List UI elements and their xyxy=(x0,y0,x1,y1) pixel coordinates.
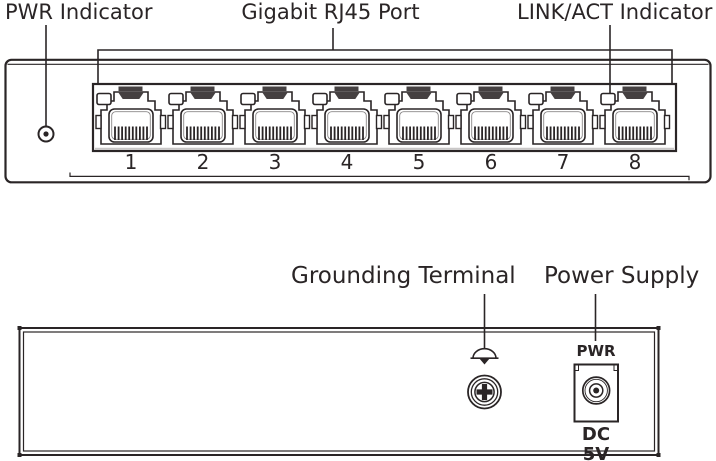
rear-chassis-corner-marks xyxy=(17,326,661,457)
port-number: 7 xyxy=(556,150,570,174)
rear-chassis-outline xyxy=(18,327,660,456)
port-number: 2 xyxy=(196,150,210,174)
front-chassis-base-edge xyxy=(69,172,690,181)
link-act-indicator-callout: LINK/ACT Indicator xyxy=(517,0,713,24)
grounding-screw-icon xyxy=(467,374,502,410)
dc-barrel-jack-icon xyxy=(573,363,619,423)
port-number-row: 1 2 3 4 5 6 7 8 xyxy=(95,151,671,173)
rj45-port-bracket xyxy=(97,49,673,85)
port-number: 5 xyxy=(412,150,426,174)
grounding-terminal-callout: Grounding Terminal xyxy=(291,263,516,289)
power-supply-callout: Power Supply xyxy=(544,263,700,289)
port-number: 8 xyxy=(628,150,642,174)
gigabit-rj45-port-callout: Gigabit RJ45 Port xyxy=(241,0,420,24)
port-number: 1 xyxy=(124,150,138,174)
port-number: 6 xyxy=(484,150,498,174)
dc-voltage-label: DC 5V xyxy=(581,424,611,461)
pwr-jack-label: PWR xyxy=(576,342,616,360)
rear-panel xyxy=(17,294,661,457)
earth-ground-symbol-icon xyxy=(470,347,499,365)
port-number: 4 xyxy=(340,150,354,174)
front-panel xyxy=(4,25,712,184)
power-led-indicator-icon xyxy=(37,125,55,143)
port-number: 3 xyxy=(268,150,282,174)
pwr-indicator-callout: PWR Indicator xyxy=(5,0,153,24)
rear-chassis-inner-edge xyxy=(22,331,656,452)
